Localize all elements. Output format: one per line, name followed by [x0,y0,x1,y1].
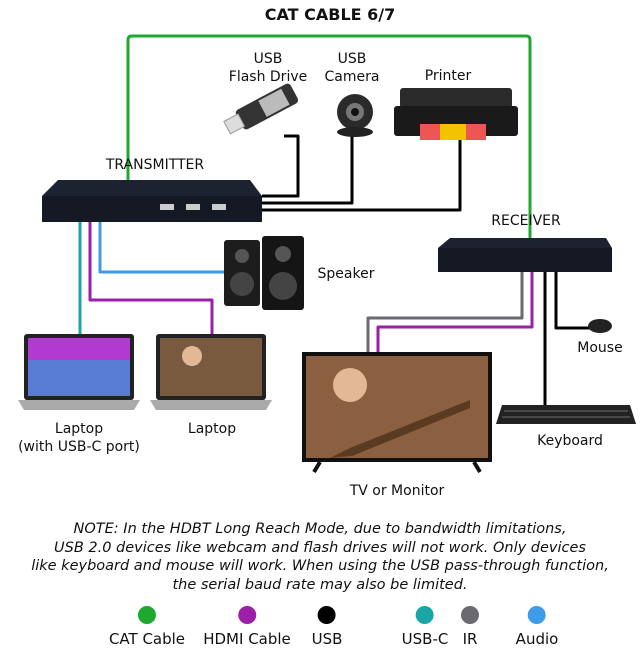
legend-color-dot [138,606,156,624]
camera-label-2: Camera [325,69,380,85]
laptop-usbc-label-2: (with USB-C port) [18,439,140,455]
printer-label: Printer [425,68,472,84]
usb-cable-camera [262,136,354,205]
legend-color-dot [416,606,434,624]
note-line: NOTE: In the HDBT Long Reach Mode, due t… [73,521,567,537]
mouse-image [588,319,612,333]
speaker-label: Speaker [318,266,375,282]
legend: CAT Cable HDMI Cable USB USB-C IR Audio [90,606,560,650]
legend-label: USB-C [401,630,449,648]
legend-item: IR [461,606,479,648]
audio-cable [98,222,226,274]
legend-label: CAT Cable [108,630,186,648]
mouse-label: Mouse [577,340,622,356]
tv-label: TV or Monitor [349,483,445,499]
printer-image [394,88,518,140]
laptop-usbc-image [18,334,140,410]
speaker-image [224,236,304,310]
keyboard-label: Keyboard [537,433,603,449]
hdmi-cable-tx [88,222,214,335]
laptop-usbc-label-1: Laptop [55,421,103,437]
usb-cable-flash [262,134,300,198]
flash-drive-label-2: Flash Drive [229,69,307,85]
receiver-device [438,238,612,272]
legend-label: USB [311,630,343,648]
legend-item: USB-C [401,606,449,648]
legend-item: USB [311,606,343,648]
camera-label-1: USB [338,51,367,67]
legend-label: HDMI Cable [203,630,291,648]
transmitter-label: TRANSMITTER [105,157,205,173]
bandwidth-note: NOTE: In the HDBT Long Reach Mode, due t… [20,520,620,594]
usb-camera-image [337,94,373,137]
keyboard-image [496,405,636,424]
note-line: like keyboard and mouse will work. When … [31,558,609,574]
transmitter-device [42,180,262,222]
legend-label: Audio [515,630,559,648]
laptop-label: Laptop [188,421,236,437]
usb-cable-mouse [554,272,592,330]
flash-drive-label-1: USB [254,51,283,67]
tv-image [302,352,492,474]
legend-color-dot [461,606,479,624]
legend-color-dot [317,606,336,624]
legend-color-dot [237,606,256,624]
legend-item: HDMI Cable [203,606,291,648]
cat-cable [126,34,532,238]
hdmi-cable-rx [376,272,534,352]
legend-item: CAT Cable [109,606,185,648]
usb-cable-printer [262,140,462,212]
legend-label: IR [462,630,478,648]
flash-drive-image [223,83,299,135]
legend-item: Audio [515,606,559,648]
note-line: USB 2.0 devices like webcam and flash dr… [54,539,586,556]
diagram-title: CAT CABLE 6/7 [265,5,396,24]
ir-cable [366,272,524,352]
note-line: the serial baud rate may also be limited… [172,576,468,593]
legend-color-dot [527,606,546,624]
laptop-image [150,334,272,410]
receiver-label: RECEIVER [491,213,561,229]
